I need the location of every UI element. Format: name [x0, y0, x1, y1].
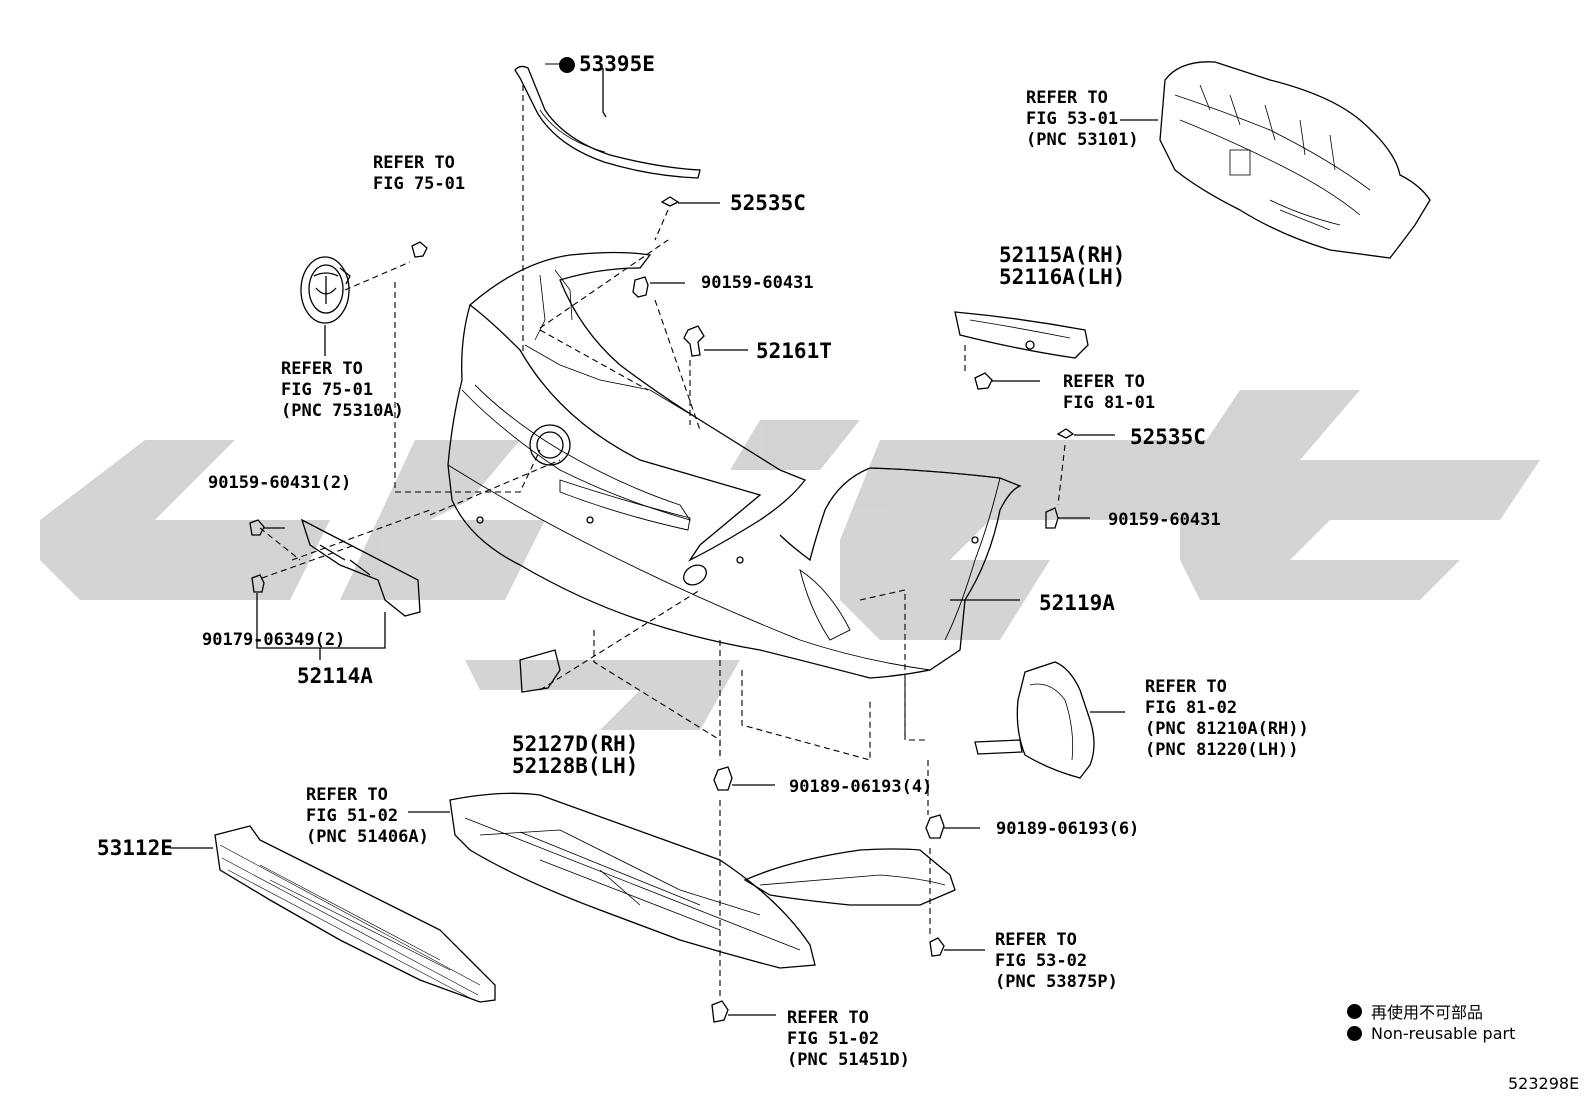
- strip-53395e: [514, 65, 701, 179]
- watermark-logo: [40, 390, 1540, 730]
- fog-lamp-81210a: [1016, 661, 1095, 779]
- label-52114a: 52114A: [297, 664, 373, 688]
- label-52115a: 52115A(RH) 52116A(LH): [999, 243, 1126, 289]
- legend-dot: [1347, 1026, 1362, 1041]
- license-bracket-52114a: [300, 518, 421, 617]
- upper-grille-53101: [1159, 61, 1431, 259]
- label-refer-53-01: REFER TO FIG 53-01 (PNC 53101): [1026, 88, 1139, 150]
- legend-dot: [1347, 1003, 1362, 1019]
- label-52535c-right: 52535C: [1130, 425, 1206, 449]
- under-cover-51406a: [449, 792, 816, 969]
- side-bracket-52115a: [954, 311, 1089, 359]
- label-52535c-top: 52535C: [730, 191, 806, 215]
- label-refer-75-01-top: REFER TO FIG 75-01: [373, 153, 466, 194]
- clip-52535c-top: [660, 196, 680, 207]
- label-52161t: 52161T: [756, 339, 832, 363]
- legend-jp-text: 再使用不可部品: [1371, 1003, 1484, 1022]
- figure-id: 523298E: [1508, 1074, 1580, 1093]
- under-cover-53875p: [743, 848, 956, 906]
- label-refer-81-02: REFER TO FIG 81-02 (PNC 81210A(RH)) (PNC…: [1145, 677, 1309, 760]
- label-52127d: 52127D(RH) 52128B(LH): [512, 732, 639, 778]
- label-90159-top: 90159-60431: [701, 273, 814, 293]
- label-90159-qty2: 90159-60431(2): [208, 473, 352, 493]
- label-90189-qty4: 90189-06193(4): [789, 777, 933, 797]
- lower-grille-53112e: [214, 825, 496, 1003]
- label-90179: 90179-06349(2): [202, 630, 346, 650]
- emblem: [300, 256, 350, 324]
- bumper-cover-52119a: [468, 251, 807, 562]
- tow-hook-cap: [519, 649, 561, 693]
- label-53395e: 53395E: [579, 52, 655, 76]
- label-52119a: 52119A: [1039, 591, 1115, 615]
- non-reusable-dot: [559, 57, 575, 73]
- legend-en-text: Non-reusable part: [1371, 1024, 1516, 1043]
- label-refer-75-01-emblem: REFER TO FIG 75-01 (PNC 75310A): [281, 359, 404, 421]
- label-90189-qty6: 90189-06193(6): [996, 819, 1140, 839]
- legend-en: Non-reusable part: [1347, 1024, 1515, 1043]
- label-90159-right: 90159-60431: [1108, 510, 1221, 530]
- bolt-90159-top: [632, 276, 649, 298]
- label-refer-81-01: REFER TO FIG 81-01: [1063, 372, 1156, 413]
- clip-52161t: [683, 325, 705, 357]
- legend-jp: 再使用不可部品: [1347, 999, 1483, 1023]
- label-53112e: 53112E: [97, 836, 173, 860]
- label-refer-51-02-bottom: REFER TO FIG 51-02 (PNC 51451D): [787, 1008, 910, 1070]
- label-refer-51-02-top: REFER TO FIG 51-02 (PNC 51406A): [306, 785, 429, 847]
- label-refer-53-02: REFER TO FIG 53-02 (PNC 53875P): [995, 930, 1118, 992]
